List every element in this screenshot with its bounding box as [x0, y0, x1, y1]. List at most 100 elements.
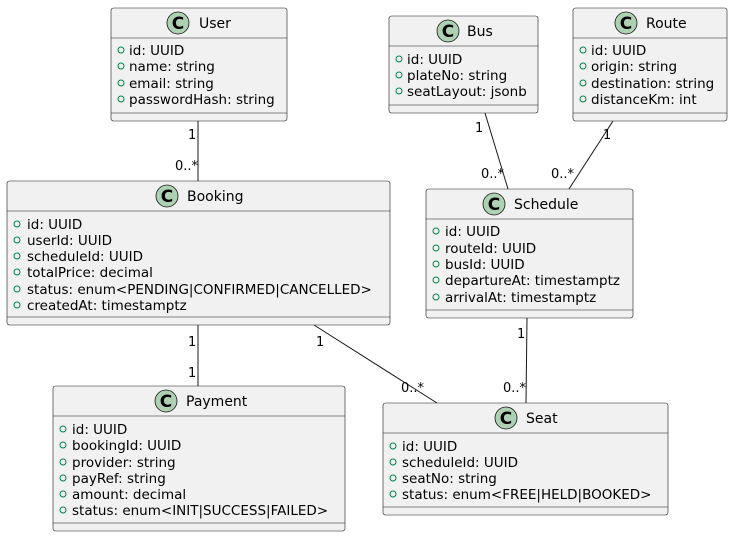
public-visibility-icon [13, 268, 21, 276]
multiplicity-label: 0..* [401, 381, 425, 396]
class-stereotype-letter: C [488, 195, 500, 215]
class-box [388, 15, 539, 114]
public-visibility-icon [59, 441, 67, 449]
multiplicity-label: 1 [603, 128, 611, 143]
class-box [52, 385, 346, 532]
attribute-row: id: UUID [59, 422, 127, 438]
attribute-row: passwordHash: string [117, 92, 275, 108]
attribute-row: id: UUID [389, 439, 457, 455]
class-box [572, 7, 728, 122]
class-stereotype-icon [166, 11, 190, 35]
attribute-text: scheduleId: UUID [27, 249, 143, 265]
class-booking[interactable]: C Booking id: UUID userId: UUID schedule… [6, 180, 391, 326]
attribute-text: createdAt: timestamptz [27, 298, 187, 314]
multiplicity-label: 1 [188, 366, 196, 381]
multiplicity-label: 1 [517, 327, 525, 342]
class-title: Schedule [514, 197, 578, 213]
relation-bus-schedule: 1 0..* [475, 112, 509, 190]
attribute-text: id: UUID [407, 52, 462, 68]
class-payment[interactable]: C Payment id: UUID bookingId: UUID provi… [52, 385, 346, 532]
relation-booking-payment: 1 1 [188, 325, 199, 386]
attribute-row: departureAt: timestamptz [432, 273, 620, 289]
public-visibility-icon [59, 425, 67, 433]
attribute-row: totalPrice: decimal [13, 265, 153, 281]
attribute-row: email: string [117, 76, 214, 92]
public-visibility-icon [59, 490, 67, 498]
multiplicity-label: 0..* [503, 381, 527, 396]
multiplicity-label: 1 [188, 128, 196, 143]
relation-schedule-seat: 1 0..* [503, 317, 528, 404]
attribute-text: id: UUID [591, 43, 646, 59]
class-box [382, 402, 669, 516]
attribute-row: id: UUID [579, 43, 646, 59]
class-route[interactable]: C Route id: UUID origin: string destinat… [572, 7, 728, 122]
public-visibility-icon [59, 506, 67, 514]
public-visibility-icon [579, 79, 587, 87]
class-seat[interactable]: C Seat id: UUID scheduleId: UUID seatNo:… [382, 402, 669, 516]
public-visibility-icon [13, 301, 21, 309]
attribute-text: payRef: string [72, 471, 166, 487]
class-stereotype-letter: C [620, 14, 632, 34]
public-visibility-icon [395, 87, 403, 95]
multiplicity-label: 1 [316, 335, 324, 350]
public-visibility-icon [117, 62, 125, 70]
attribute-text: provider: string [72, 455, 176, 471]
multiplicity-label: 0..* [481, 167, 505, 182]
attribute-text: id: UUID [445, 224, 500, 240]
attribute-row: destination: string [579, 76, 714, 92]
attribute-row: provider: string [59, 455, 176, 471]
attribute-row: id: UUID [13, 217, 82, 233]
attribute-row: busId: UUID [432, 257, 525, 273]
class-title: Bus [467, 24, 493, 40]
class-box [425, 188, 634, 319]
class-stereotype-icon [614, 11, 638, 35]
attribute-row: arrivalAt: timestamptz [432, 290, 596, 306]
public-visibility-icon [579, 62, 587, 70]
public-visibility-icon [432, 293, 440, 301]
attribute-row: scheduleId: UUID [13, 249, 143, 265]
public-visibility-icon [117, 46, 125, 54]
attribute-text: routeId: UUID [445, 241, 536, 257]
class-title: Booking [187, 189, 244, 205]
attribute-text: status: enum<INIT|SUCCESS|FAILED> [72, 503, 328, 519]
public-visibility-icon [59, 474, 67, 482]
class-stereotype-icon [154, 389, 178, 413]
attribute-row: payRef: string [59, 471, 166, 487]
attribute-text: passwordHash: string [129, 92, 275, 108]
class-user[interactable]: C User id: UUID name: string email: stri… [110, 7, 288, 122]
public-visibility-icon [432, 227, 440, 235]
attribute-row: createdAt: timestamptz [13, 298, 187, 314]
class-box [6, 180, 391, 326]
attribute-row: id: UUID [395, 52, 462, 68]
attribute-row: plateNo: string [395, 68, 507, 84]
relation-line [568, 120, 614, 190]
attribute-text: arrivalAt: timestamptz [445, 290, 596, 306]
public-visibility-icon [432, 276, 440, 284]
class-stereotype-icon [494, 406, 518, 430]
attribute-text: email: string [129, 76, 214, 92]
multiplicity-label: 1 [475, 121, 483, 136]
attribute-text: distanceKm: int [591, 92, 697, 108]
attribute-text: id: UUID [72, 422, 127, 438]
relation-user-booking: 1 0..* [175, 121, 199, 181]
attribute-row: id: UUID [432, 224, 500, 240]
attribute-text: userId: UUID [27, 233, 112, 249]
class-stereotype-letter: C [172, 14, 184, 34]
class-stereotype-letter: C [500, 409, 512, 429]
attribute-text: seatNo: string [402, 471, 497, 487]
attribute-row: amount: decimal [59, 487, 186, 503]
attribute-text: status: enum<FREE|HELD|BOOKED> [402, 487, 651, 503]
class-stereotype-letter: C [442, 22, 454, 42]
class-stereotype-letter: C [160, 392, 172, 412]
class-box [110, 7, 288, 122]
class-schedule[interactable]: C Schedule id: UUID routeId: UUID busId:… [425, 188, 634, 319]
public-visibility-icon [389, 442, 397, 450]
public-visibility-icon [395, 71, 403, 79]
attribute-text: plateNo: string [407, 68, 507, 84]
public-visibility-icon [13, 285, 21, 293]
attribute-text: amount: decimal [72, 487, 186, 503]
class-bus[interactable]: C Bus id: UUID plateNo: string seatLayou… [388, 15, 539, 114]
class-stereotype-icon [436, 19, 460, 43]
attribute-text: scheduleId: UUID [402, 455, 518, 471]
